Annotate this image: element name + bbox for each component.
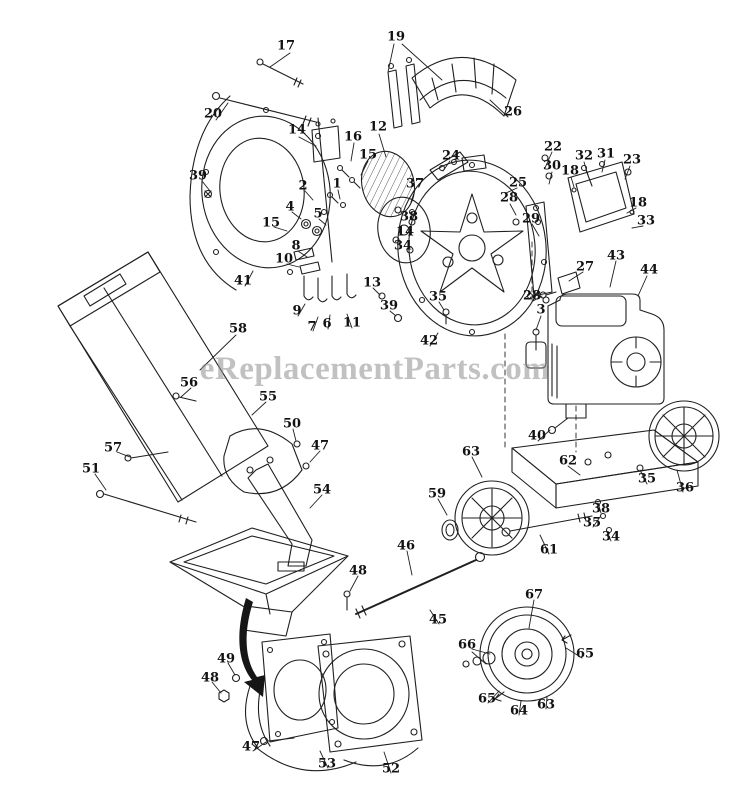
- feed-chute: [57, 251, 269, 525]
- axle-frame: [511, 429, 699, 534]
- callout-36: 36: [675, 480, 695, 496]
- engine: [525, 293, 665, 435]
- callout-56: 56: [179, 375, 199, 391]
- callout-30: 30: [542, 158, 562, 174]
- callout-1: 1: [332, 176, 342, 192]
- callout-14: 14: [395, 224, 415, 240]
- lower-housing: [218, 633, 423, 772]
- direction-arrow: [239, 598, 265, 697]
- impeller-housing: [397, 154, 557, 351]
- callout-61: 61: [539, 542, 559, 558]
- callout-26: 26: [503, 104, 523, 120]
- callout-12: 12: [368, 119, 388, 135]
- callout-10: 10: [274, 251, 294, 267]
- callout-53: 53: [317, 756, 337, 772]
- callout-18: 18: [560, 163, 580, 179]
- callout-8: 8: [291, 238, 301, 254]
- callout-44: 44: [639, 262, 659, 278]
- tension-rod: [355, 551, 486, 619]
- callout-20: 20: [203, 106, 223, 122]
- callout-13: 13: [362, 275, 382, 291]
- callout-58: 58: [228, 321, 248, 337]
- callout-11: 11: [342, 315, 362, 331]
- callout-34: 34: [601, 529, 621, 545]
- callout-27: 27: [575, 259, 595, 275]
- support-leg: [247, 463, 313, 572]
- callout-35: 35: [428, 289, 448, 305]
- callout-39: 39: [379, 298, 399, 314]
- callout-38: 38: [591, 501, 611, 517]
- callout-55: 55: [258, 389, 278, 405]
- blower-housing-cover: [189, 95, 341, 291]
- callout-32: 32: [574, 148, 594, 164]
- callout-22: 22: [543, 139, 563, 155]
- callout-24: 24: [441, 148, 461, 164]
- callout-5: 5: [313, 206, 323, 222]
- callout-29: 29: [521, 211, 541, 227]
- callout-14: 14: [287, 122, 307, 138]
- callout-33: 33: [636, 213, 656, 229]
- wheel-mid: [441, 480, 593, 556]
- callout-34: 34: [393, 238, 413, 254]
- callout-2: 2: [298, 178, 308, 194]
- callout-28: 28: [522, 288, 542, 304]
- wheel-bottom: [462, 606, 575, 702]
- callout-65: 65: [575, 646, 595, 662]
- callout-62: 62: [558, 453, 578, 469]
- discharge-chute-panels: [512, 154, 635, 304]
- callout-35: 35: [637, 471, 657, 487]
- callout-54: 54: [312, 482, 332, 498]
- callout-18: 18: [628, 195, 648, 211]
- deflector-chute: [387, 56, 517, 129]
- callout-28: 28: [499, 190, 519, 206]
- callout-35: 35: [582, 515, 602, 531]
- callout-48: 48: [348, 563, 368, 579]
- callout-38: 38: [399, 209, 419, 225]
- callout-51: 51: [81, 461, 101, 477]
- callout-63: 63: [536, 697, 556, 713]
- callout-47: 47: [310, 438, 330, 454]
- hardware-cluster: [293, 164, 361, 303]
- callout-42: 42: [419, 333, 439, 349]
- callout-19: 19: [386, 29, 406, 45]
- callout-37: 37: [405, 176, 425, 192]
- callout-6: 6: [322, 316, 332, 332]
- callout-63: 63: [461, 444, 481, 460]
- callout-45: 45: [428, 612, 448, 628]
- callout-46: 46: [396, 538, 416, 554]
- callout-41: 41: [233, 273, 253, 289]
- callout-43: 43: [606, 248, 626, 264]
- shredder-screen: [360, 150, 416, 218]
- callout-15: 15: [261, 215, 281, 231]
- callout-47: 47: [241, 739, 261, 755]
- callout-40: 40: [527, 428, 547, 444]
- callout-49: 49: [216, 651, 236, 667]
- callout-31: 31: [596, 146, 616, 162]
- callout-64: 64: [509, 703, 529, 719]
- callout-50: 50: [282, 416, 302, 432]
- callout-67: 67: [524, 587, 544, 603]
- callout-15: 15: [358, 147, 378, 163]
- callout-48: 48: [200, 670, 220, 686]
- callout-39: 39: [188, 168, 208, 184]
- callout-66: 66: [457, 637, 477, 653]
- callout-3: 3: [536, 302, 546, 318]
- callout-25: 25: [508, 175, 528, 191]
- callout-59: 59: [427, 486, 447, 502]
- callout-7: 7: [307, 319, 317, 335]
- wheel-right: [648, 400, 720, 472]
- callout-4: 4: [285, 199, 295, 215]
- callout-65: 65: [477, 691, 497, 707]
- callout-9: 9: [292, 303, 302, 319]
- callout-23: 23: [622, 152, 642, 168]
- callout-17: 17: [276, 38, 296, 54]
- chute-adapter: [223, 428, 310, 495]
- callout-57: 57: [103, 440, 123, 456]
- callout-16: 16: [343, 129, 363, 145]
- callout-52: 52: [381, 761, 401, 777]
